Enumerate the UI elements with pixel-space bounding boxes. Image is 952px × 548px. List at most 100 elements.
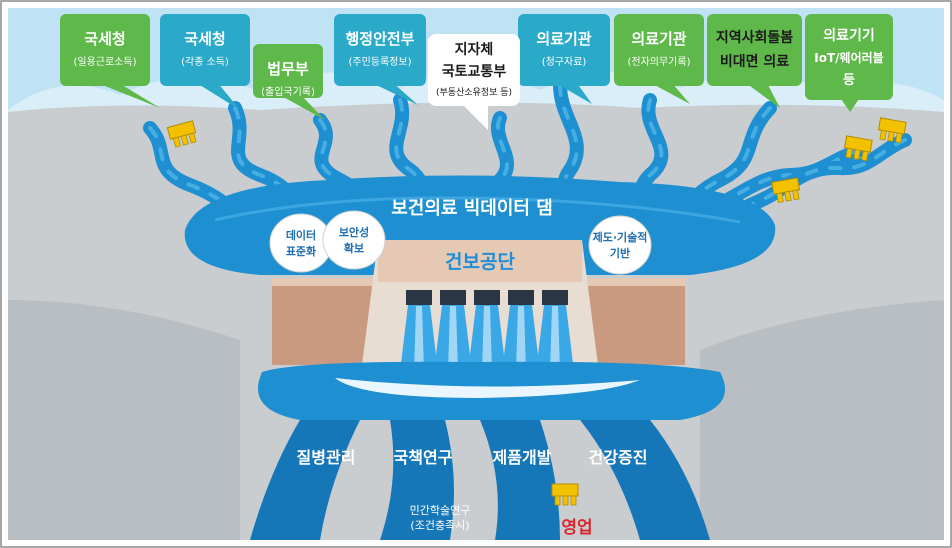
gate-leg	[554, 495, 561, 506]
gate-leg	[188, 132, 197, 144]
source-bubble-moj: 법무부 (출입국기록)	[253, 44, 325, 120]
bubble-tail	[370, 82, 418, 105]
bubble-tail	[462, 104, 488, 130]
academic-research-label: 민간학술연구	[410, 504, 471, 517]
source-subtitle: (부동산소유정보 등)	[436, 87, 512, 98]
source-title: 지자체	[455, 42, 494, 58]
source-subtitle: 비대면 의료	[720, 53, 789, 70]
commercial-gate-icon	[551, 483, 579, 506]
water-jet-highlight	[482, 306, 492, 372]
tag-line-1: 제도·기술적	[593, 230, 648, 244]
source-title: 의료기기	[823, 27, 875, 44]
spillway-opening	[474, 290, 500, 305]
source-title: 지역사회돌봄	[716, 29, 793, 46]
source-subtitle: IoT/웨어러블	[814, 50, 883, 65]
source-title: 의료기관	[536, 30, 591, 48]
gate-body	[551, 483, 579, 497]
source-bubble-med2: 의료기관(전자의무기록)	[614, 14, 704, 104]
source-bubble-med1: 의료기관(청구자료)	[518, 14, 610, 104]
inflow-stream-highlight	[394, 98, 432, 217]
gate-leg	[853, 149, 861, 160]
ground-shade-left	[8, 300, 240, 540]
inflow-stream-highlight	[748, 138, 907, 207]
bubble-tail	[744, 82, 780, 108]
dam-core-top	[378, 240, 582, 282]
inflow-stream-highlight	[233, 106, 322, 222]
spillway-opening	[406, 290, 432, 305]
outflow-use-label: 질병관리	[297, 448, 356, 467]
inflow-stream-highlight	[658, 106, 772, 227]
tag-line-1: 데이터	[286, 228, 316, 242]
academic-condition-label: (조건충족시)	[410, 519, 469, 532]
source-title: 국토교통부	[442, 64, 507, 80]
source-subtitle: (출입국기록)	[261, 85, 315, 98]
dam-name-label: 건보공단	[445, 251, 515, 273]
tag-line-2: 기반	[610, 246, 630, 260]
source-bubble-nts1: 국세청 (일용근로소득)	[60, 14, 160, 108]
bubble-tail	[554, 82, 592, 104]
gate-leg	[570, 495, 577, 506]
tag-bubble	[588, 215, 652, 275]
source-subtitle: (일용근로소득)	[73, 56, 136, 68]
reservoir-label: 보건의료 빅데이터 댐	[391, 198, 553, 219]
bubble-body	[160, 14, 250, 86]
bubble-body	[60, 14, 150, 86]
outflow-branch	[580, 420, 710, 540]
bubble-body	[518, 14, 610, 86]
bubble-body	[428, 34, 520, 106]
gate-leg	[776, 192, 784, 204]
gate-leg	[784, 190, 792, 202]
source-subtitle: (각종 소득)	[181, 56, 229, 68]
source-bubble-nts2: 국세청 (각종 소득)	[160, 14, 250, 110]
outflow-branch	[380, 420, 454, 540]
stream-gate-icon	[843, 135, 873, 162]
outflow-branch	[480, 420, 560, 540]
tag-line-1: 보안성	[339, 225, 369, 239]
bubble-tail	[195, 82, 240, 110]
bubble-body	[614, 14, 704, 86]
gate-leg	[180, 134, 189, 146]
gate-leg	[845, 147, 853, 159]
gate-leg	[861, 150, 869, 162]
gate-leg	[879, 129, 887, 141]
spillway-opening	[440, 290, 466, 305]
spillway-opening	[508, 290, 534, 305]
foam-band	[335, 378, 640, 398]
bubble-tail	[278, 94, 325, 120]
water-jet-highlight	[516, 306, 526, 372]
source-title: 법무부	[267, 60, 309, 78]
commercial-label: 영업	[561, 518, 592, 538]
gate-leg	[562, 495, 569, 506]
source-title: 의료기관	[631, 30, 686, 48]
water-jet-highlight	[448, 306, 458, 372]
water-jet-highlight	[550, 306, 560, 372]
ground-shade-right	[700, 300, 944, 540]
source-subtitle-2: 등	[843, 73, 855, 88]
stream-gate-icon	[771, 177, 801, 204]
tag-line-2: 표준화	[286, 244, 316, 258]
water-jet-highlight	[414, 306, 424, 372]
tag-bubble	[322, 210, 386, 270]
gate-leg	[895, 132, 903, 144]
source-title: 국세청	[84, 30, 125, 48]
bubble-tail	[649, 82, 690, 104]
gate-leg	[792, 189, 800, 201]
outflow-branch	[250, 420, 360, 540]
bubble-body	[334, 14, 426, 86]
lake-ripple	[214, 196, 741, 224]
source-bubble-mois: 행정안전부(주민등록정보)	[334, 14, 426, 105]
gate-leg	[172, 136, 182, 148]
bubble-tail	[95, 82, 160, 108]
outflow-use-label: 제품개발	[493, 448, 552, 467]
tag-line-2: 확보	[344, 241, 364, 255]
bubble-body	[253, 44, 323, 98]
source-title: 국세청	[184, 30, 225, 48]
outflow-use-label: 건강증진	[589, 448, 648, 467]
bubble-body	[707, 14, 802, 86]
source-title: 행정안전부	[345, 30, 414, 48]
